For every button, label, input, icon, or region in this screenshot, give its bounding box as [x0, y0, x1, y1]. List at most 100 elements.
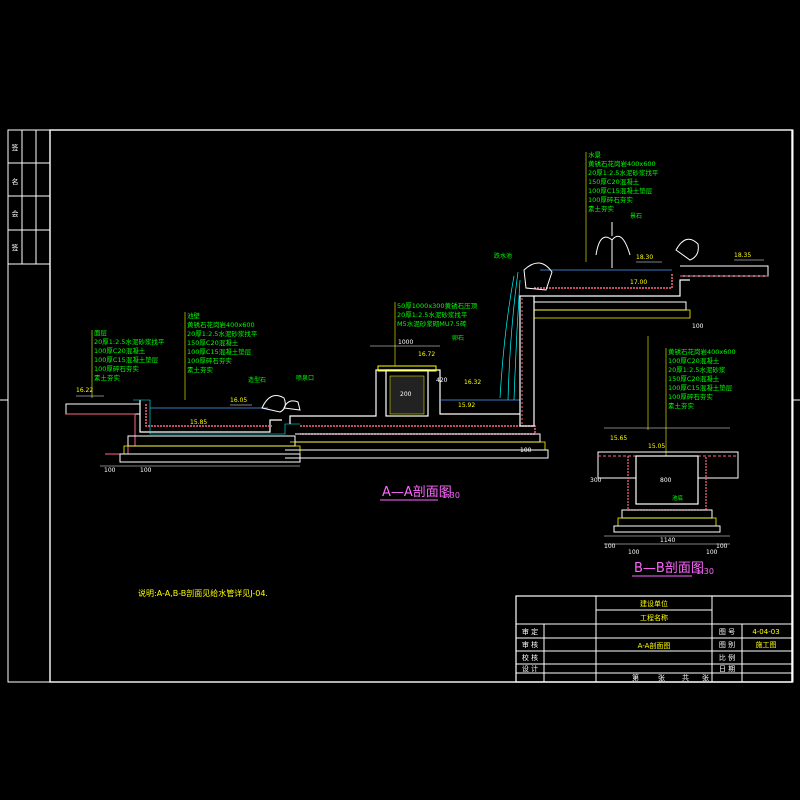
aa-top-label-7: 素土夯实 [588, 204, 615, 213]
aa-note-cascade: 跌水池 [494, 252, 512, 260]
aa-waterfall [499, 271, 521, 401]
aa-dim-7: 420 [436, 377, 448, 384]
aa-elev-2: 16.05 [230, 397, 247, 404]
title-row-4-label: 日 期 [719, 665, 735, 673]
aa-dim-3: 1000 [398, 339, 413, 346]
title-sheet-4: 张 [702, 673, 709, 682]
aa-cascade-wall [519, 295, 535, 427]
title-row-2-label: 图 别 [719, 640, 735, 649]
aa-dim-6: 200 [400, 391, 412, 398]
side-strip-text-4: 签 [12, 243, 19, 252]
aa-top-label-2: 黄锈石花岗岩400x600 [588, 159, 656, 168]
aa-section-scale: 1:30 [442, 491, 460, 500]
title-block: 建设单位 工程名称 A-A剖面图 审 定 审 核 校 核 设 计 图 号 图 别… [515, 595, 793, 683]
bb-dim-5: 100 [706, 549, 718, 556]
bb-dim-6: 100 [716, 543, 728, 550]
aa-elev-3: 15.85 [190, 419, 207, 426]
side-strip-text-3: 会 [12, 209, 19, 218]
section-aa: 面层 20厚1:2.5水泥砂浆找平 100厚C20混凝土 100厚C15混凝土垫… [65, 150, 769, 501]
title-row-1-left: 审 定 [522, 627, 538, 636]
aa-section-title: A—A剖面图 [382, 485, 452, 500]
bb-elev-1: 15.65 [610, 435, 627, 442]
title-row-1-label: 图 号 [719, 628, 735, 636]
title-row-3-label: 比 例 [719, 653, 735, 662]
title-row-1-value: 4-04-03 [752, 628, 779, 636]
bb-section-title: B—B剖面图 [634, 561, 704, 576]
aa-dim-2: 100 [140, 467, 152, 474]
aa-top-label-1: 水景 [588, 150, 602, 159]
title-project-name: 工程名称 [640, 613, 668, 622]
bb-label-4: 150厚C20混凝土 [668, 374, 720, 383]
title-sheet-3: 共 [682, 673, 689, 682]
bb-label-5: 100厚C15混凝土垫层 [668, 383, 733, 392]
aa-top-label-4: 150厚C20混凝土 [588, 177, 640, 186]
side-sign-strip: 签 名 会 签 [7, 129, 51, 265]
aa-pool-1 [139, 400, 282, 433]
aa-wall-label-2: 20厚1:2.5水泥砂浆找平 [397, 310, 468, 319]
aa-elev-8: 18.30 [636, 254, 653, 261]
bb-dim-3: 100 [604, 543, 616, 550]
aa-upper-pool [534, 279, 690, 297]
aa-elev-9: 18.35 [734, 252, 751, 259]
bb-dim-1: 1140 [660, 537, 675, 544]
aa-top-label-6: 100厚碎石夯实 [588, 195, 633, 204]
aa-dim-1: 100 [104, 467, 116, 474]
aa-elev-6: 15.92 [458, 402, 475, 409]
aa-mid-label-1: 池壁 [187, 311, 201, 320]
aa-left-ground [65, 403, 141, 415]
aa-dim-4: 100 [520, 447, 532, 454]
side-strip-text-2: 名 [12, 177, 19, 186]
aa-wall-label-1: 50厚1000x300黄锈石压顶 [397, 301, 478, 310]
bb-label-3: 20厚1:2.5水泥砂浆 [668, 365, 726, 374]
aa-center-wall [385, 369, 429, 417]
aa-left-label-5: 100厚碎石夯实 [94, 364, 139, 373]
aa-note-stone: 造型石 [248, 376, 266, 384]
title-sheet-2: 张 [658, 673, 665, 682]
section-bb: 黄锈石花岗岩400x600 100厚C20混凝土 20厚1:2.5水泥砂浆 15… [590, 347, 739, 577]
aa-elev-4: 16.72 [418, 351, 435, 358]
bb-label-2: 100厚C20混凝土 [668, 356, 720, 365]
aa-top-label-3: 20厚1:2.5水泥砂浆找平 [588, 168, 659, 177]
aa-dim-5: 100 [692, 323, 704, 330]
aa-mid-label-6: 100厚碎石夯实 [187, 356, 232, 365]
bb-label-1: 黄锈石花岗岩400x600 [668, 347, 736, 356]
aa-mid-label-4: 150厚C20混凝土 [187, 338, 239, 347]
aa-mid-label-2: 黄锈石花岗岩400x600 [187, 320, 255, 329]
aa-left-label-6: 素土夯实 [94, 373, 121, 382]
aa-note-jet: 喷泉口 [296, 374, 314, 382]
side-strip-text-1: 签 [12, 143, 19, 152]
aa-left-label-4: 100厚C15混凝土垫层 [94, 355, 159, 364]
bb-label-6: 100厚碎石夯实 [668, 392, 713, 401]
aa-note-rock: 景石 [630, 213, 642, 220]
title-sheet-1: 第 [632, 673, 639, 682]
aa-mid-label-3: 20厚1:2.5水泥砂浆找平 [187, 329, 258, 338]
bb-dim-2: 800 [660, 477, 672, 484]
aa-left-label-3: 100厚C20混凝土 [94, 346, 146, 355]
title-row-4-left: 设 计 [522, 664, 538, 673]
bb-inner-note: 池底 [672, 494, 684, 502]
bb-section-scale: 1:30 [696, 567, 714, 576]
general-note: 说明:A-A,B-B剖面见给水管详见J-04. [138, 588, 268, 598]
aa-top-label-5: 100厚C15混凝土垫层 [588, 186, 653, 195]
aa-note-pebble: 卵石 [452, 334, 464, 342]
aa-wall-label-3: M5水泥砂浆砌MU7.5砖 [397, 319, 467, 328]
title-row-2-value: 施工图 [756, 640, 777, 649]
bb-label-7: 素土夯实 [668, 401, 695, 410]
aa-pool-2 [289, 369, 520, 424]
aa-elev-7: 17.00 [630, 279, 647, 286]
bb-ground [597, 451, 739, 479]
aa-rock-1 [261, 395, 286, 413]
aa-left-label-1: 面层 [94, 329, 108, 337]
title-row-2-left: 审 核 [522, 640, 538, 649]
aa-fountain-jet [595, 222, 631, 268]
aa-elev-5: 16.32 [464, 379, 481, 386]
aa-mid-label-5: 100厚C15混凝土垫层 [187, 347, 252, 356]
title-row-3-left: 校 核 [522, 653, 538, 662]
bb-channel [635, 455, 699, 505]
aa-left-label-2: 20厚1:2.5水泥砂浆找平 [94, 337, 165, 346]
title-drawing-name: A-A剖面图 [638, 641, 671, 650]
sheet-inner-border [49, 129, 793, 683]
aa-elev-1: 16.22 [76, 387, 93, 394]
bb-dim-4: 100 [628, 549, 640, 556]
